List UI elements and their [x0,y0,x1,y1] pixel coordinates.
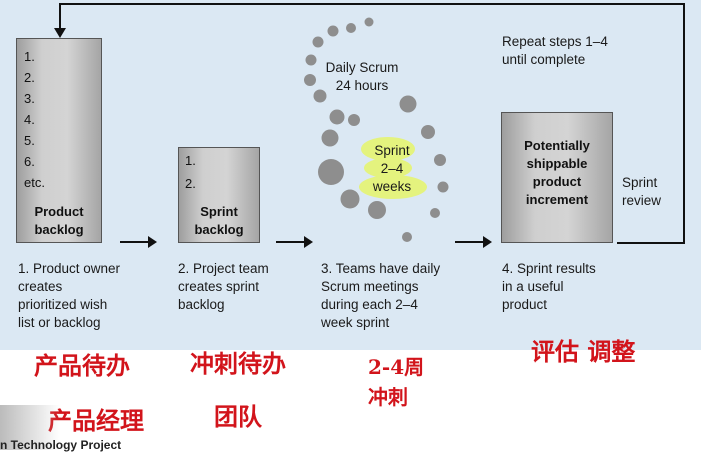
handwritten-team: 团队 [214,402,262,431]
sprint-backlog-item: 2. [185,176,196,191]
handwritten-product-backlog: 产品待办 [34,351,130,380]
product-backlog-item: 5. [24,133,35,148]
footer-text: n Technology Project [0,438,122,452]
product-backlog-item: 6. [24,154,35,169]
sprint-duration-label: Sprint 2–4 weeks [362,142,422,196]
product-backlog-item: 1. [24,49,35,64]
handwritten-review-adjust: 评估 调整 [531,337,636,366]
shippable-increment-box: Potentially shippable product increment [501,112,613,243]
sprint-review-label: Sprint review [622,175,662,208]
scrum-cycle-dots [304,17,449,242]
product-backlog-item: 4. [24,112,35,127]
product-backlog-item: 2. [24,70,35,85]
sprint-backlog-item: 1. [185,153,196,168]
arrow-3 [455,236,492,248]
arrow-1 [120,236,157,248]
daily-scrum-label: Daily Scrum 24 hours [325,60,399,93]
handwritten-2-4-week-sprint: 2-4周 冲刺 [368,355,425,409]
handwritten-sprint-backlog: 冲刺待办 [190,349,286,378]
sprint-backlog-title: Sprint backlog [194,204,244,237]
feedback-loop-line [54,3,685,244]
product-backlog-item: etc. [24,175,45,190]
step-3-caption: 3. Teams have daily Scrum meetings durin… [321,261,441,330]
arrow-2 [276,236,313,248]
footer-fade [0,405,60,450]
sprint-weeks: weeks [372,179,412,194]
step-1-caption: 1. Product owner creates prioritized wis… [18,261,121,330]
product-backlog-title: Product backlog [34,204,84,237]
sprint-range: 2–4 [380,161,404,176]
handwritten-product-manager: 产品经理 [48,406,144,435]
product-backlog-item: 3. [24,91,35,106]
step-4-caption: 4. Sprint results in a useful product [502,261,596,312]
sprint-backlog-box: 1. 2. Sprint backlog [178,147,260,243]
step-2-caption: 2. Project team creates sprint backlog [178,261,269,312]
sprint-word: Sprint [374,143,410,158]
increment-title: Potentially shippable product increment [524,138,590,207]
repeat-steps-label: Repeat steps 1–4 until complete [502,34,608,67]
product-backlog-box: 1. 2. 3. 4. 5. 6. etc. Product backlog [16,38,102,243]
